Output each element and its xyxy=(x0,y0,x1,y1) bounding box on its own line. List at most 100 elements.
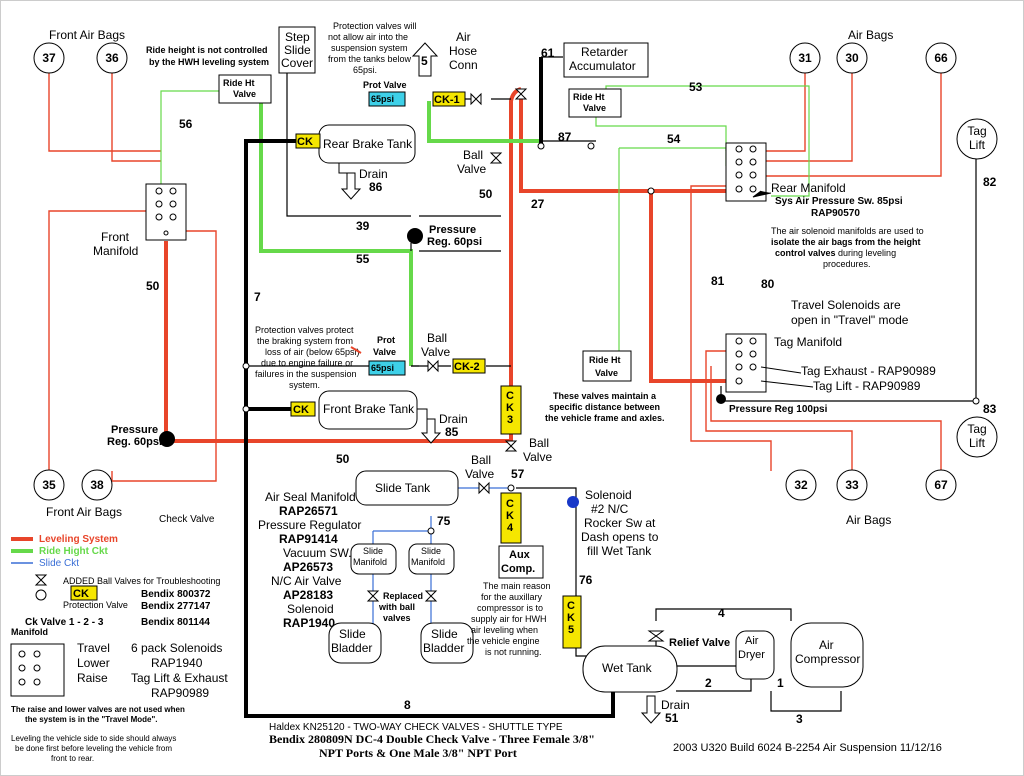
bag-67: 67 xyxy=(934,478,948,492)
bag-32: 32 xyxy=(794,478,808,492)
svg-text:2: 2 xyxy=(705,676,712,690)
rear-manifold: Rear Manifold xyxy=(771,181,846,195)
svg-text:57: 57 xyxy=(511,467,525,481)
svg-text:Bendix 800372: Bendix 800372 xyxy=(141,589,211,600)
svg-text:Slide Ckt: Slide Ckt xyxy=(39,558,79,569)
air-bag-circles xyxy=(33,42,998,501)
manifold-ports xyxy=(18,142,980,686)
svg-text:3: 3 xyxy=(796,712,803,726)
svg-text:5: 5 xyxy=(421,54,428,68)
bag-35: 35 xyxy=(42,478,56,492)
svg-text:2003 U320 Build 6024 B-2254: 2003 U320 Build 6024 B-2254 Air Suspensi… xyxy=(673,742,942,754)
svg-text:The raise and lower valves are: The raise and lower valves are not used … xyxy=(11,705,185,724)
text-labels: Front Air Bags Air Bags Front Air Bags A… xyxy=(46,28,936,725)
svg-text:CK5: CK5 xyxy=(567,600,575,636)
svg-text:65psi: 65psi xyxy=(371,363,394,373)
svg-text:82: 82 xyxy=(983,175,997,189)
front-air-bags-bottom: Front Air Bags xyxy=(46,505,122,519)
bag-31: 31 xyxy=(798,51,812,65)
svg-text:Ride Hight Ckt: Ride Hight Ckt xyxy=(39,546,109,557)
svg-text:Tag Exhaust - RAP90989: Tag Exhaust - RAP90989 xyxy=(801,364,936,378)
bag-38: 38 xyxy=(90,478,104,492)
svg-text:Protection Valve: Protection Valve xyxy=(63,600,128,610)
svg-text:75: 75 xyxy=(437,514,451,528)
svg-text:80: 80 xyxy=(761,277,775,291)
svg-text:65psi: 65psi xyxy=(371,94,394,104)
svg-text:81: 81 xyxy=(711,274,725,288)
svg-text:CK-1: CK-1 xyxy=(434,94,460,106)
circle-labels: 37 36 31 30 66 35 38 32 33 67 xyxy=(42,51,948,492)
svg-text:4: 4 xyxy=(718,606,725,620)
svg-text:Bendix 280809N DC-4 Double Che: Bendix 280809N DC-4 Double Check Valve -… xyxy=(269,732,595,746)
svg-text:Bendix 801144: Bendix 801144 xyxy=(141,617,210,628)
ride-main xyxy=(259,101,541,366)
svg-text:54: 54 xyxy=(667,132,681,146)
slide-tank: Slide Tank xyxy=(375,481,431,495)
svg-text:Leveling System: Leveling System xyxy=(39,534,118,545)
svg-text:1: 1 xyxy=(777,676,784,690)
svg-text:Ck Valve 1 - 2 - 3: Ck Valve 1 - 2 - 3 xyxy=(25,617,104,628)
svg-text:8: 8 xyxy=(404,698,411,712)
drain-arrows xyxy=(340,42,662,724)
svg-text:NPT Ports & One Male 3/8" NPT: NPT Ports & One Male 3/8" NPT Port xyxy=(319,746,517,760)
svg-text:Haldex KN25120 - TWO-WAY CHECK: Haldex KN25120 - TWO-WAY CHECK VALVES - … xyxy=(269,722,563,733)
svg-text:CK4: CK4 xyxy=(506,498,514,534)
ball-valves xyxy=(366,88,665,642)
pressure-reg-100 xyxy=(716,394,726,404)
svg-text:55: 55 xyxy=(356,252,370,266)
solenoid-2 xyxy=(567,496,579,508)
svg-text:7: 7 xyxy=(254,290,261,304)
svg-text:Pressure Reg 100psi: Pressure Reg 100psi xyxy=(729,404,828,415)
svg-text:87: 87 xyxy=(558,130,572,144)
svg-text:39: 39 xyxy=(356,219,370,233)
front-brake-tank: Front Brake Tank xyxy=(323,402,415,416)
svg-text:Bendix 277147: Bendix 277147 xyxy=(141,601,211,612)
svg-text:53: 53 xyxy=(689,80,703,94)
footer: Haldex KN25120 - TWO-WAY CHECK VALVES - … xyxy=(269,722,942,760)
svg-text:56: 56 xyxy=(179,117,193,131)
tag-manifold: Tag Manifold xyxy=(774,335,842,349)
svg-text:61: 61 xyxy=(541,46,555,60)
svg-text:The air solenoid manifolds are: The air solenoid manifolds are used tois… xyxy=(771,226,924,269)
svg-text:Check Valve: Check Valve xyxy=(159,514,215,525)
svg-text:CK: CK xyxy=(73,588,89,600)
bag-66: 66 xyxy=(934,51,948,65)
rear-brake-tank: Rear Brake Tank xyxy=(323,137,413,151)
svg-text:50: 50 xyxy=(146,279,160,293)
leveling-lines xyxy=(48,73,942,482)
svg-text:76: 76 xyxy=(579,573,593,587)
bag-36: 36 xyxy=(105,51,119,65)
legend: Leveling System Ride Hight Ckt Slide Ckt… xyxy=(11,534,228,763)
svg-text:CK-2: CK-2 xyxy=(454,361,480,373)
svg-text:Manifold: Manifold xyxy=(11,627,48,637)
black-main xyxy=(244,57,615,718)
svg-text:27: 27 xyxy=(531,197,545,211)
